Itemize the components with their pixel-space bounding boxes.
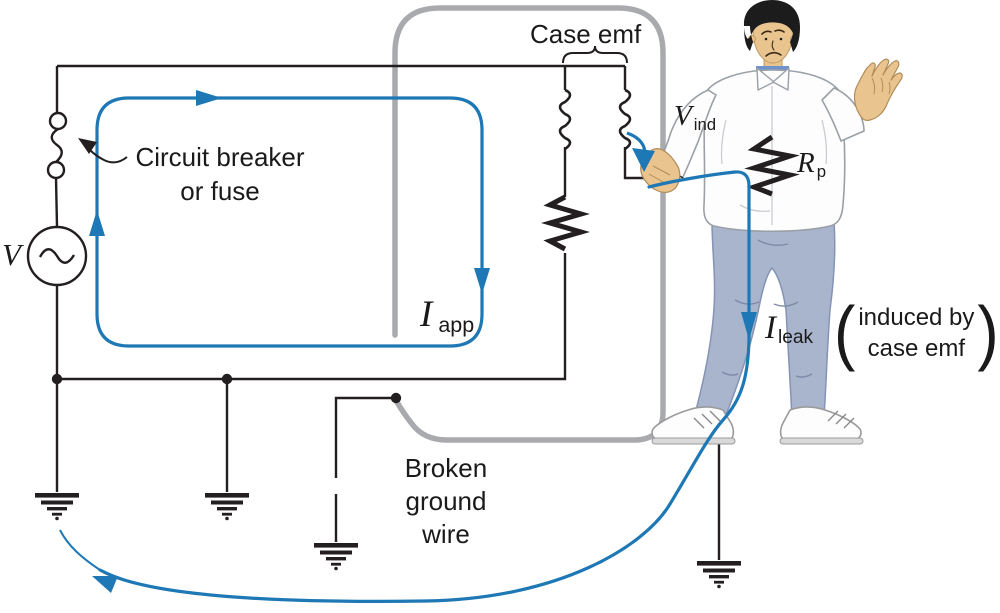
r-p-subscript: p <box>816 161 827 181</box>
person-hair <box>743 0 800 52</box>
shirt-collar-left <box>756 67 775 91</box>
earth-ground-1 <box>35 493 79 521</box>
case-emf-label: Case emf <box>530 19 642 49</box>
appliance-case-outline <box>392 5 666 443</box>
junction-dot-3 <box>390 392 402 404</box>
case-emf-brace <box>562 45 628 64</box>
r-p-symbol: R <box>797 147 815 179</box>
shoe-laces <box>693 410 855 429</box>
applied-current-loop <box>89 90 490 348</box>
frown-mouth <box>765 51 782 57</box>
i-leak-symbol: I <box>765 310 776 346</box>
person-right-sleeve <box>821 87 865 142</box>
leak-current-tail <box>59 529 101 571</box>
induced-open-paren: ( <box>834 291 856 373</box>
case-coil <box>618 88 632 151</box>
junction-dots <box>51 373 402 404</box>
source-mid-wire <box>54 177 59 228</box>
coil-to-hand-arrowhead <box>632 148 655 172</box>
return-arrowhead <box>92 576 118 593</box>
junction-dot-1 <box>51 373 63 385</box>
shoe-right-sole <box>779 437 864 445</box>
person-shoe-right <box>779 406 862 442</box>
left-hand-fingers <box>648 165 671 184</box>
leakage-current-path <box>59 131 757 603</box>
broken-ground-wire-upper <box>334 396 396 478</box>
induced-close-paren: ) <box>977 291 999 373</box>
breaker-label-line1: Circuit breaker <box>135 142 305 172</box>
broken-ground-line3: wire <box>422 519 470 550</box>
broken-ground-line2: ground <box>405 486 487 517</box>
i-leak-arrowhead <box>741 312 757 340</box>
person-face-features <box>761 29 785 57</box>
body-resistor <box>744 134 800 197</box>
breaker-label-line2: or fuse <box>180 176 260 207</box>
breaker-callout-arrowhead <box>78 138 97 154</box>
breaker-label: Circuit breaker or fuse <box>118 140 322 209</box>
i-app-symbol: I <box>420 294 433 335</box>
induced-text: induced by case emf <box>858 302 974 364</box>
source-voltage-label: V <box>2 237 21 272</box>
eyebrow-right <box>774 29 785 33</box>
nose <box>771 40 775 51</box>
leak-current-curve <box>98 170 751 603</box>
eyebrow-left <box>761 30 772 35</box>
induced-note: ( induced by case emf ) <box>834 291 999 373</box>
breaker-contact-top <box>48 111 68 131</box>
person-pants <box>694 221 836 421</box>
person <box>640 0 903 445</box>
shoe-left-sole <box>651 437 736 445</box>
i-app-arrow-top <box>196 90 222 106</box>
pants-folds <box>721 239 813 378</box>
junction-dot-2 <box>221 373 233 385</box>
shirt-collar-right <box>772 67 790 91</box>
earth-ground-2 <box>205 493 249 521</box>
earth-ground-person <box>697 561 741 589</box>
induced-line1: induced by <box>858 304 975 331</box>
ac-sine-icon <box>38 248 76 264</box>
induced-line2: case emf <box>867 335 966 363</box>
earth-ground-broken <box>314 543 358 571</box>
i-app-arrow-right <box>474 268 490 294</box>
case-branch-lower <box>623 147 651 180</box>
breaker-callout-arrow <box>89 149 128 164</box>
broken-ground-line1: Broken <box>404 453 488 483</box>
person-right-hand <box>853 58 903 121</box>
i-app-arrow-left <box>89 210 105 236</box>
broken-ground-label: Broken ground wire <box>383 452 509 551</box>
breaker-element <box>50 128 63 163</box>
right-hand-finger-lines <box>871 77 891 95</box>
i-leak-subscript: leak <box>778 327 814 349</box>
breaker-contact-bottom <box>46 160 66 180</box>
eye-left <box>764 37 768 41</box>
eye-right <box>779 37 783 41</box>
v-ind-symbol: V <box>674 100 692 132</box>
i-app-subscript: app <box>438 313 475 337</box>
shirt-folds <box>720 86 828 225</box>
v-ind-subscript: ind <box>693 114 717 134</box>
load-coil <box>558 88 572 151</box>
load-resistor <box>541 194 590 252</box>
